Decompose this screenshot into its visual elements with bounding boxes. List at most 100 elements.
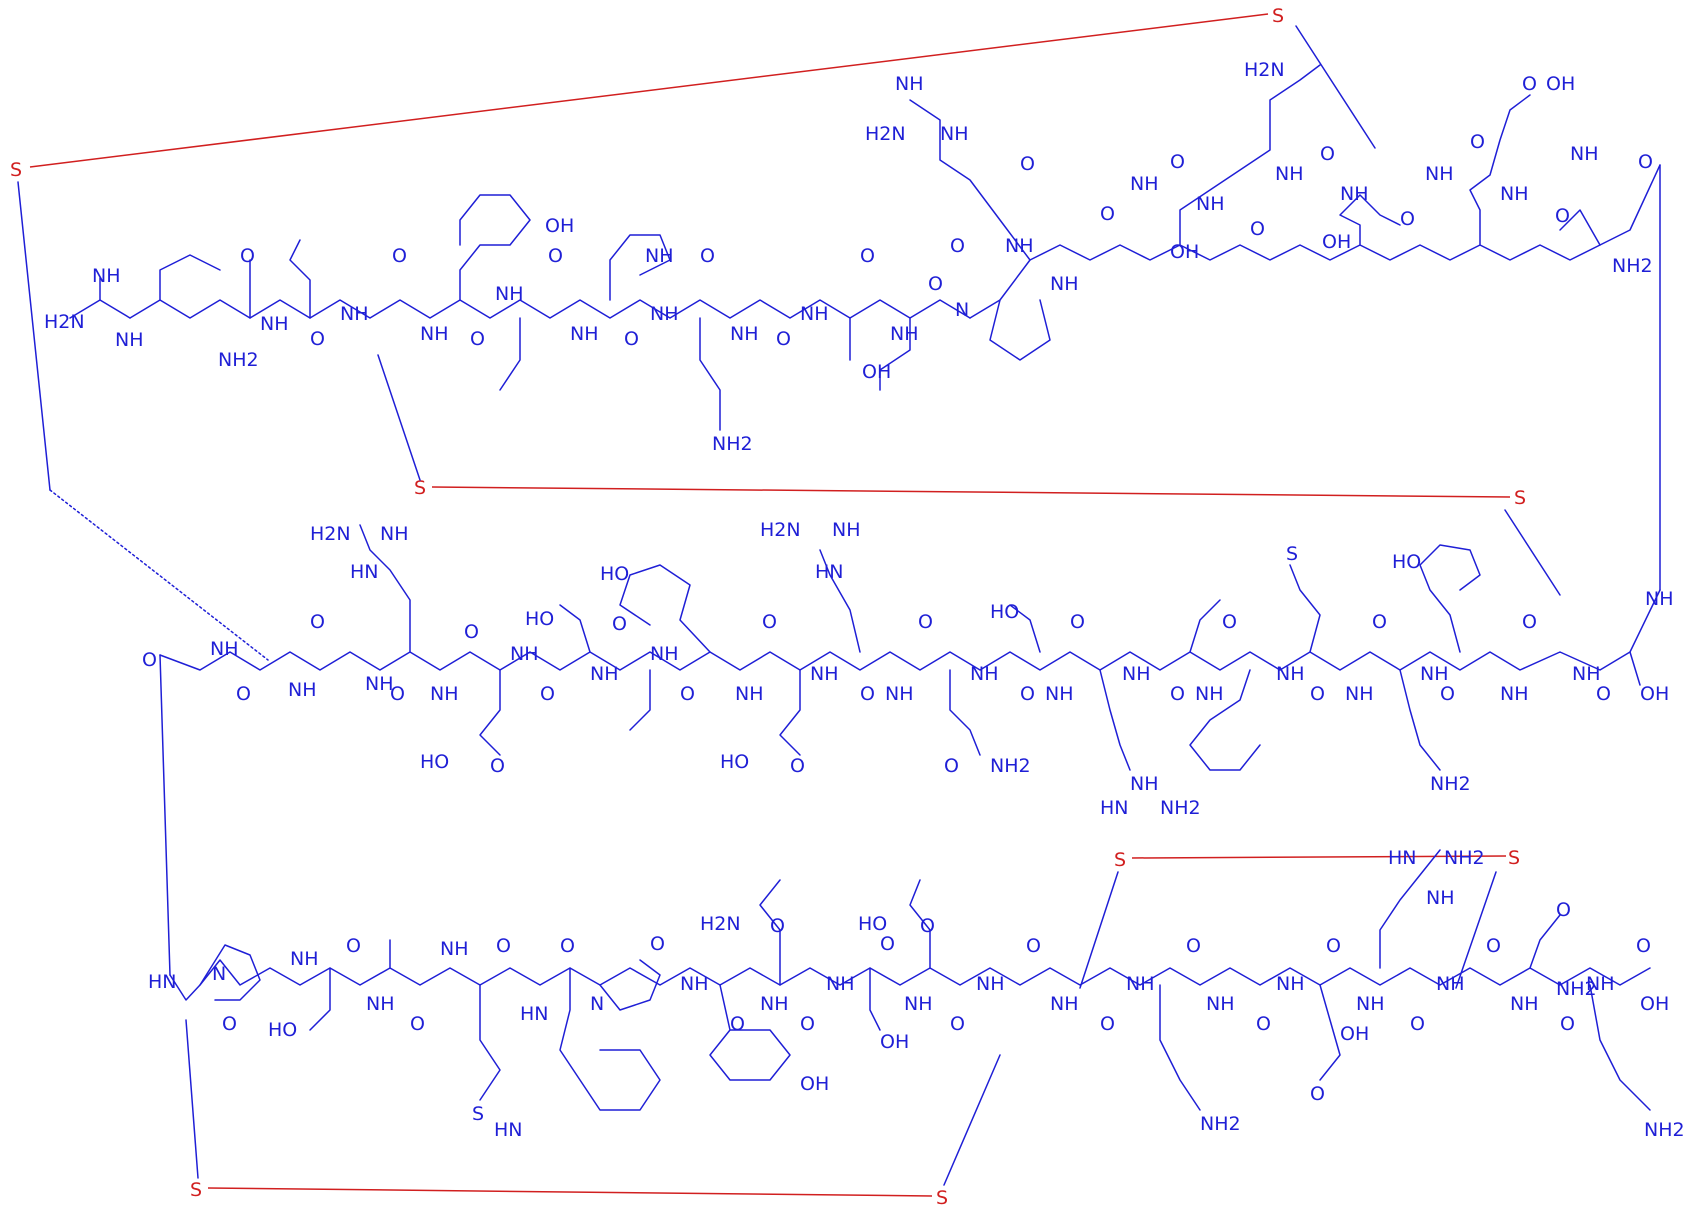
atom-label: NH — [976, 973, 1005, 995]
side-chain — [1289, 564, 1321, 653]
atom-label: O — [410, 1013, 425, 1035]
atom-label: O — [1020, 153, 1035, 175]
crosslink-bond — [1079, 871, 1119, 989]
atom-label: O — [1522, 611, 1537, 633]
atom-label: O — [1256, 1013, 1271, 1035]
atom-label: NH — [1340, 183, 1369, 205]
atom-label: NH2 — [990, 755, 1031, 777]
atom-label: NH — [1276, 973, 1305, 995]
atom-label: NH — [1436, 973, 1465, 995]
side-chain — [819, 549, 861, 653]
peptide-row-3 — [169, 849, 1651, 1111]
atom-label: S — [472, 1103, 484, 1125]
side-chain — [1589, 984, 1651, 1111]
atom-label: O — [762, 611, 777, 633]
atom-label: O — [776, 328, 791, 350]
atom-label: NH — [1500, 183, 1529, 205]
atom-label: NH — [890, 323, 919, 345]
side-chain — [759, 879, 781, 986]
atom-label: NH — [380, 523, 409, 545]
backbone-chain — [159, 589, 1661, 671]
atom-label: O — [1170, 683, 1185, 705]
atom-label: NH — [832, 519, 861, 541]
atom-label: NH — [420, 323, 449, 345]
atom-label: O — [540, 683, 555, 705]
atom-label: O — [1310, 1083, 1325, 1105]
backbone-chain — [129, 299, 971, 319]
atom-label: O — [624, 328, 639, 350]
atom-label: NH2 — [1430, 773, 1471, 795]
side-chain — [869, 967, 881, 1031]
atom-label: NH — [210, 638, 239, 660]
crosslink-bond — [1504, 509, 1561, 596]
atom-label: NH — [1500, 683, 1529, 705]
atom-label: HO — [1392, 551, 1421, 573]
atom-label: NH — [760, 993, 789, 1015]
atom-label: O — [918, 611, 933, 633]
atom-label: O — [548, 245, 563, 267]
atom-label: O — [790, 755, 805, 777]
hashed-wedge-bond — [49, 489, 269, 661]
atom-label: NH2 — [1200, 1113, 1241, 1135]
atom-label: HO — [525, 608, 554, 630]
atom-label: NH — [904, 993, 933, 1015]
atom-label: H2N — [44, 311, 85, 333]
side-chain — [609, 234, 671, 301]
atom-label: H2N — [700, 913, 741, 935]
side-chain — [1189, 599, 1221, 653]
side-chain — [289, 239, 311, 319]
side-chain — [909, 879, 931, 969]
atom-label: O — [1522, 73, 1537, 95]
atom-label: NH — [260, 313, 289, 335]
side-chain — [559, 967, 661, 1111]
atom-label: HO — [268, 1019, 297, 1041]
atom-label: NH — [645, 245, 674, 267]
atom-label: O — [1310, 683, 1325, 705]
atom-label: NH2 — [1556, 978, 1597, 1000]
atom-label: NH — [1005, 235, 1034, 257]
side-chain — [1339, 194, 1401, 246]
side-chain — [359, 524, 411, 653]
atom-label: O — [560, 935, 575, 957]
atom-label: O — [1250, 218, 1265, 240]
atom-label: NH — [92, 265, 121, 287]
atom-label: NH — [366, 993, 395, 1015]
atom-label: NH — [430, 683, 459, 705]
atom-label: OH — [880, 1031, 909, 1053]
side-chain — [629, 669, 651, 731]
atom-label: O — [612, 613, 627, 635]
atom-label: NH — [1510, 993, 1539, 1015]
atom-label: O — [1020, 683, 1035, 705]
atom-label: NH — [365, 673, 394, 695]
side-chain — [559, 604, 591, 653]
disulfide-bond-4 — [207, 1187, 933, 1197]
atom-label: NH — [826, 973, 855, 995]
disulfide-bond-1 — [29, 13, 1269, 168]
side-chain — [1529, 914, 1561, 969]
side-chain — [459, 194, 531, 301]
side-chain — [309, 967, 331, 1031]
side-chain — [159, 254, 221, 301]
side-chain — [909, 99, 1031, 261]
side-chain — [989, 299, 1051, 361]
atom-label: O — [860, 245, 875, 267]
side-chain — [619, 564, 711, 653]
atom-label: NH — [570, 323, 599, 345]
atom-label: HN — [148, 971, 177, 993]
atom-label: O — [392, 245, 407, 267]
atom-label: NH — [1345, 683, 1374, 705]
atom-label: O — [1555, 205, 1570, 227]
disulfide-bonds — [29, 13, 1511, 1197]
atom-label: NH2 — [1644, 1119, 1685, 1141]
atom-label: HO — [858, 913, 887, 935]
side-chain — [1319, 984, 1341, 1081]
crosslink-bond — [17, 181, 51, 491]
side-chain — [1419, 544, 1481, 653]
peptide-row-1 — [69, 64, 1661, 431]
sulfur-atom: S — [1508, 847, 1520, 869]
sulfur-atoms: S S S S S S S S — [10, 5, 1526, 1209]
atom-label: O — [1070, 611, 1085, 633]
atom-label: NH — [1275, 163, 1304, 185]
atom-label: OH — [545, 215, 574, 237]
